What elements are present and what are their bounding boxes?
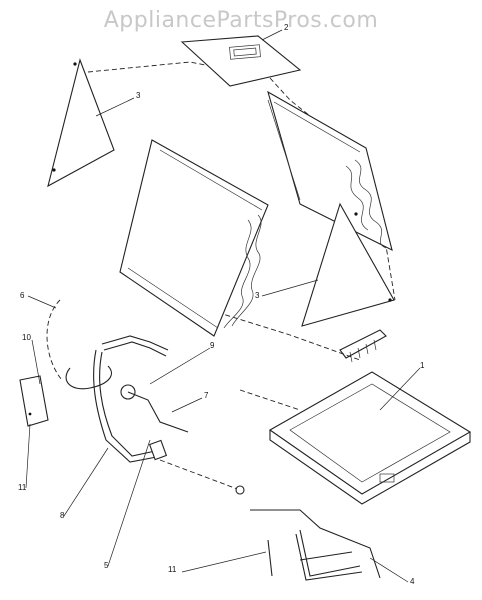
callout-10: 10 (22, 333, 31, 342)
line-set-tubing (250, 509, 381, 581)
left-evaporator-coil (119, 139, 269, 337)
refrigerant-tubing-assembly (65, 335, 245, 495)
callout-leaders (25, 29, 421, 583)
callout-1: 1 (420, 361, 425, 370)
access-bracket (19, 375, 49, 427)
right-evaporator-coil (267, 90, 393, 252)
callout-8: 8 (60, 511, 65, 520)
watermark: AppliancePartsPros.com (103, 8, 379, 33)
left-side-panel (47, 58, 115, 188)
right-side-panel (301, 202, 395, 327)
callout-6: 6 (20, 291, 25, 300)
callout-7: 7 (204, 391, 209, 400)
drain-pan (268, 371, 472, 505)
top-cover-plate (180, 35, 302, 87)
callout-2: 2 (284, 23, 289, 32)
callout-5: 5 (104, 561, 109, 570)
callout-3-right-panel: 3 (255, 291, 260, 300)
callout-4: 4 (410, 577, 415, 586)
callout-11-tubing: 11 (168, 565, 177, 574)
callout-11-bracket: 11 (18, 483, 27, 492)
callout-3-left-panel: 3 (136, 91, 141, 100)
coil-manifold (339, 329, 387, 363)
callout-9: 9 (210, 341, 215, 350)
